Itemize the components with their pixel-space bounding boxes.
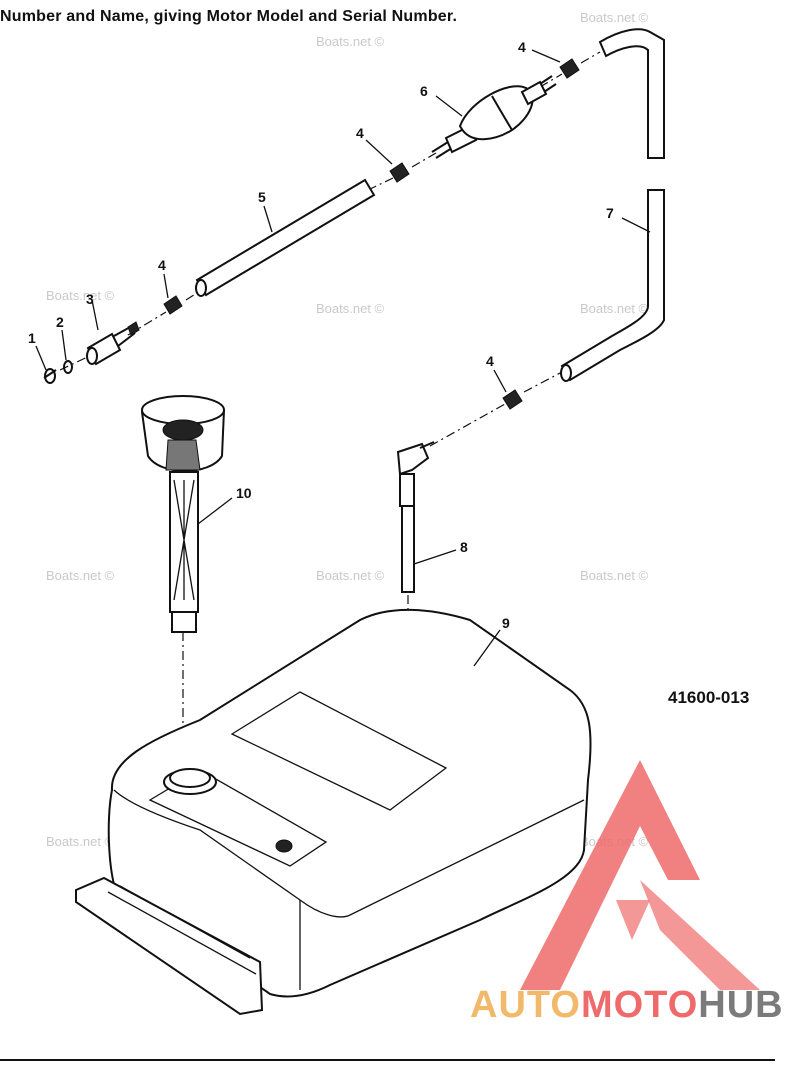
callout-6: 6 — [420, 83, 428, 99]
watermark: Boats.net © — [46, 288, 115, 303]
part-10-fuel-gauge — [140, 395, 226, 633]
part-4-hose-clamp — [559, 58, 580, 79]
callout-leaders — [35, 49, 651, 667]
watermark: Boats.net © — [316, 301, 385, 316]
callout-1: 1 — [28, 330, 36, 346]
part-7-fuel-hose-bent — [560, 28, 665, 382]
automotohub-logo-text: AUTOMOTOHUB — [470, 984, 784, 1027]
part-2-o-ring — [63, 360, 73, 374]
part-9-fuel-tank — [75, 608, 592, 1016]
watermark: Boats.net © — [580, 10, 649, 25]
logo-text-moto: MOTO — [580, 984, 699, 1026]
callout-10: 10 — [236, 485, 252, 501]
callout-3: 3 — [86, 291, 94, 307]
callout-8: 8 — [460, 539, 468, 555]
part-8-fuel-pickup — [396, 441, 435, 593]
part-4-hose-clamp — [502, 389, 523, 410]
logo-text-hub: HUB — [698, 984, 784, 1026]
callout-4: 4 — [486, 353, 494, 369]
watermark: Boats.net © — [46, 834, 115, 849]
callout-4: 4 — [518, 39, 526, 55]
watermark: Boats.net © — [316, 568, 385, 583]
part-3-connector — [86, 321, 140, 366]
callout-5: 5 — [258, 189, 266, 205]
part-4-hose-clamp — [163, 295, 183, 315]
callout-2: 2 — [56, 314, 64, 330]
callout-4: 4 — [158, 257, 166, 273]
part-1-clip — [43, 368, 57, 384]
watermark: Boats.net © — [580, 301, 649, 316]
part-4-hose-clamp — [389, 162, 410, 183]
part-5-fuel-hose — [195, 178, 376, 297]
part-6-primer-bulb — [431, 75, 557, 159]
watermark: Boats.net © — [46, 568, 115, 583]
logo-text-auto: AUTO — [470, 984, 581, 1026]
automotohub-logo-mark — [520, 760, 760, 990]
header-instruction-text: Number and Name, giving Motor Model and … — [0, 8, 458, 25]
watermark: Boats.net © — [580, 568, 649, 583]
callout-9: 9 — [502, 615, 510, 631]
diagram-reference-number: 41600-013 — [668, 688, 750, 707]
callout-numbers: 1 2 3 4 5 4 6 4 7 4 10 8 9 — [28, 39, 614, 631]
watermark: Boats.net © — [316, 34, 385, 49]
callout-4: 4 — [356, 125, 364, 141]
callout-7: 7 — [606, 205, 614, 221]
